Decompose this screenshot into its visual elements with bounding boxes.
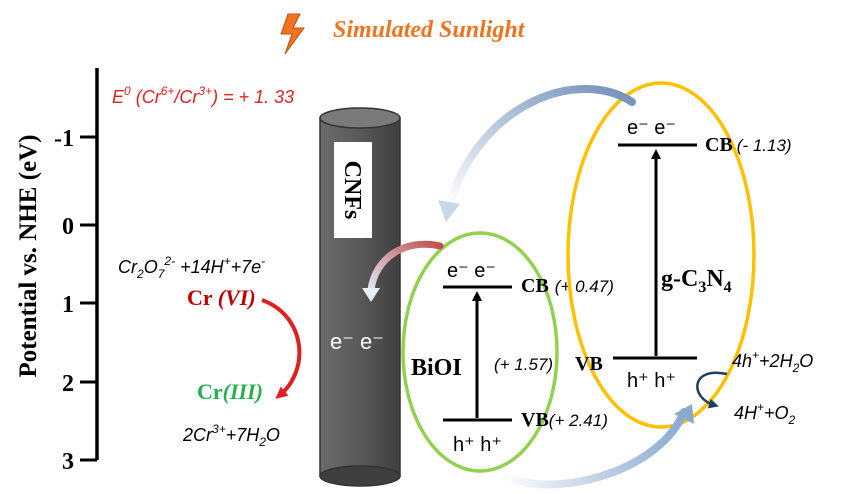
sunlight-icon — [280, 13, 305, 55]
tick-label: 2 — [62, 371, 74, 397]
water-oxidation-product: 4H++O2 — [734, 400, 796, 427]
transfer-arc-bioi-to-gcn-head — [674, 404, 694, 424]
tick-label: 3 — [62, 449, 74, 475]
cr-iii-label: Cr(III) — [197, 379, 263, 404]
gcn-vb-value: (+ 1.57) — [494, 355, 553, 374]
tick-label: 1 — [62, 292, 74, 318]
transfer-arc-bioi-to-cnf — [367, 240, 444, 294]
water-oxidation-arrow — [696, 371, 728, 409]
y-axis-label: Potential vs. NHE (eV) — [15, 134, 42, 377]
bioi-electrons: e⁻ e⁻ — [447, 260, 496, 282]
reduction-arrow — [261, 298, 302, 399]
chromium-product-equation: 2Cr3++7H2O — [182, 422, 280, 449]
transfer-arc-gcn-to-bioi-head — [438, 200, 460, 222]
cnf-electrons: e⁻ e⁻ — [330, 329, 384, 354]
redox-potential-label: E0 (Cr6+/Cr3+) = + 1. 33 — [112, 84, 294, 107]
gcn-holes: h⁺ h⁺ — [627, 370, 676, 392]
bioi-name: BiOI — [411, 355, 462, 381]
title: Simulated Sunlight — [333, 17, 526, 43]
tick-label: 0 — [62, 214, 74, 240]
cnf-cylinder — [319, 107, 401, 487]
water-oxidation-reactant: 4h++2H2O — [732, 348, 813, 375]
dichromate-equation: Cr2O72- +14H++7e- — [118, 254, 265, 281]
gcn-electrons: e⁻ e⁻ — [627, 117, 676, 139]
gcn-vb-label: VB — [575, 353, 603, 375]
cnf-label-box — [334, 142, 372, 238]
bioi-ellipse — [401, 231, 559, 473]
gcn-cb-label: CB(- 1.13) — [705, 134, 792, 156]
bioi-holes: h⁺ h⁺ — [453, 434, 502, 456]
y-axis-ticks — [80, 135, 97, 462]
transfer-arc-gcn-to-bioi — [444, 85, 636, 212]
tick-label: -1 — [54, 126, 74, 152]
cnf-label: CNFs — [339, 161, 365, 220]
transfer-arc-bioi-to-gcn — [498, 408, 688, 489]
transfer-arc-bioi-to-cnf-head — [362, 288, 380, 302]
bioi-vb-label: VB(+ 2.41) — [521, 409, 608, 431]
gcn-name: g-C3N4 — [661, 266, 732, 296]
gcn-ellipse — [566, 81, 756, 429]
cr-vi-label: Cr (VI) — [187, 285, 256, 310]
